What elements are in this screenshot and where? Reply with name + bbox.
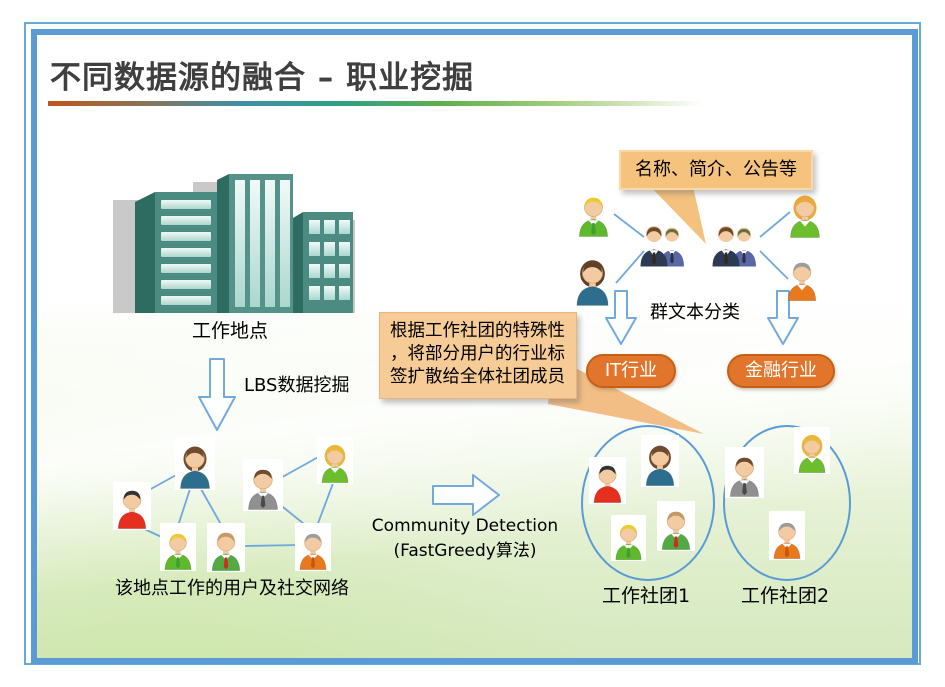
community-2-label: 工作社团2 (740, 585, 830, 607)
group-connector-line (759, 250, 789, 280)
slide-title: 不同数据源的融合 – 职业挖掘 (50, 60, 475, 96)
classify-down-arrow-icon-right (767, 290, 799, 345)
classify-down-arrow-icon-left (605, 290, 637, 345)
network-edge (135, 524, 171, 542)
group-connector-line (613, 213, 645, 238)
community-ellipse-1 (581, 425, 715, 581)
building-label: 工作地点 (191, 320, 268, 342)
network-edge (176, 488, 191, 530)
lbs-mining-label: LBS数据挖掘 (244, 375, 350, 396)
group-connector-line (759, 211, 791, 238)
attr-callout: 名称、简介、公告等 (619, 150, 813, 190)
title-accent-rule (48, 101, 703, 106)
group-connector-line (615, 250, 645, 284)
network-edge (139, 468, 188, 496)
propagation-callout: 根据工作社团的特殊性，将部分用户的行业标签扩散给全体社团成员 (379, 312, 577, 400)
slide-outer-border (24, 22, 921, 665)
community-detection-right-arrow-icon (432, 474, 500, 516)
network-edge (276, 454, 323, 481)
network-edge (272, 498, 310, 529)
office-buildings-illustration (113, 174, 355, 313)
network-edge (316, 477, 336, 527)
group-text-classify-label: 群文本分类 (650, 302, 740, 323)
community-detection-label: Community Detection (FastGreedy算法) (352, 516, 578, 561)
network-edge (200, 488, 224, 529)
network-caption: 该地点工作的用户及社交网络 (115, 578, 349, 599)
community-detection-line1: Community Detection (371, 516, 559, 536)
network-edge (242, 544, 301, 547)
attr-callout-tail (646, 182, 706, 244)
lbs-down-arrow-icon (198, 358, 236, 431)
industry-tag-it: IT行业 (586, 354, 676, 388)
community-1-label: 工作社团1 (601, 585, 691, 607)
community-detection-line2: (FastGreedy算法) (393, 541, 537, 561)
community-ellipse-2 (723, 425, 851, 581)
industry-tag-finance: 金融行业 (727, 354, 835, 388)
